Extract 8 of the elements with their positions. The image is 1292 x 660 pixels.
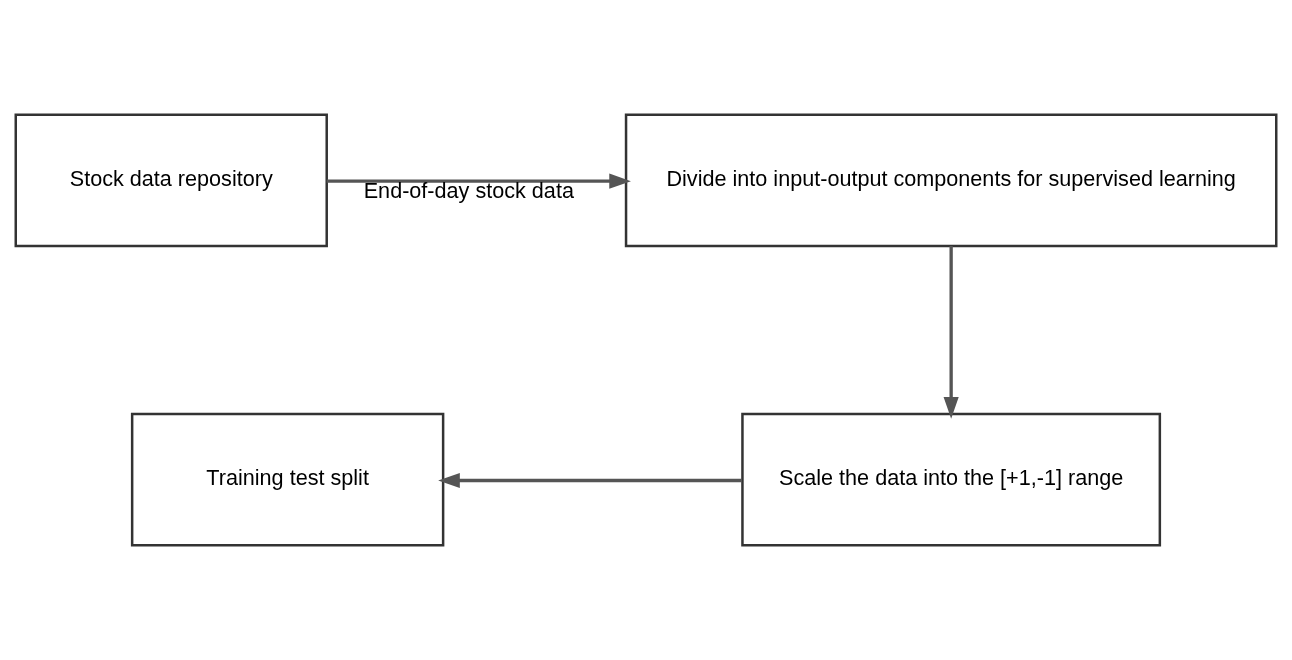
arrow bbox=[326, 173, 631, 189]
node-box: Stock data repository bbox=[14, 113, 328, 248]
arrow bbox=[943, 246, 959, 419]
arrow bbox=[438, 472, 742, 489]
node-box: Divide into input-output components for supervised learning bbox=[624, 113, 1278, 248]
node-box: Training test split bbox=[130, 412, 445, 547]
edge-label: End-of-day stock data bbox=[363, 178, 574, 204]
node-box: Scale the data into the [+1,-1] range bbox=[741, 412, 1162, 547]
